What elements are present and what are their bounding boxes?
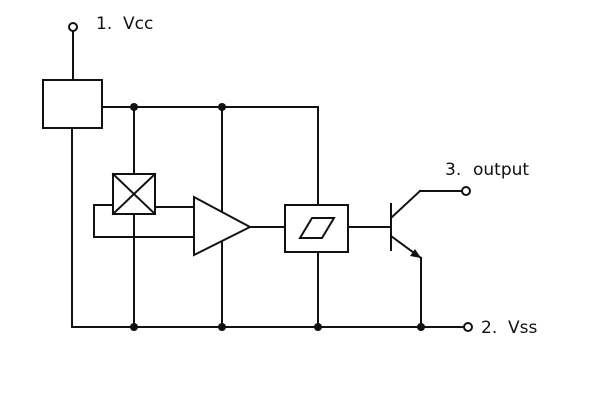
hysteresis-icon	[298, 217, 336, 239]
vcc-pin-number: 1.	[96, 14, 112, 34]
vss-terminal	[463, 322, 473, 332]
vss-pin-label: Vss	[508, 318, 537, 338]
output-pin-number: 3.	[445, 160, 461, 180]
vcc-terminal	[68, 22, 78, 32]
hall-sensor-element	[111, 172, 157, 216]
emitter-arrow-icon	[410, 249, 421, 258]
vss-pin-number: 2.	[481, 318, 497, 338]
schmitt-trigger-block	[284, 204, 349, 253]
npn-transistor	[389, 189, 463, 328]
output-terminal	[461, 186, 471, 196]
vcc-pin-label: Vcc	[123, 14, 153, 34]
output-pin-label: output	[473, 160, 529, 180]
hall-output-wires	[93, 204, 195, 238]
regulator-block	[42, 79, 103, 129]
amplifier-triangle	[193, 195, 253, 257]
junction-dots	[130, 103, 425, 331]
